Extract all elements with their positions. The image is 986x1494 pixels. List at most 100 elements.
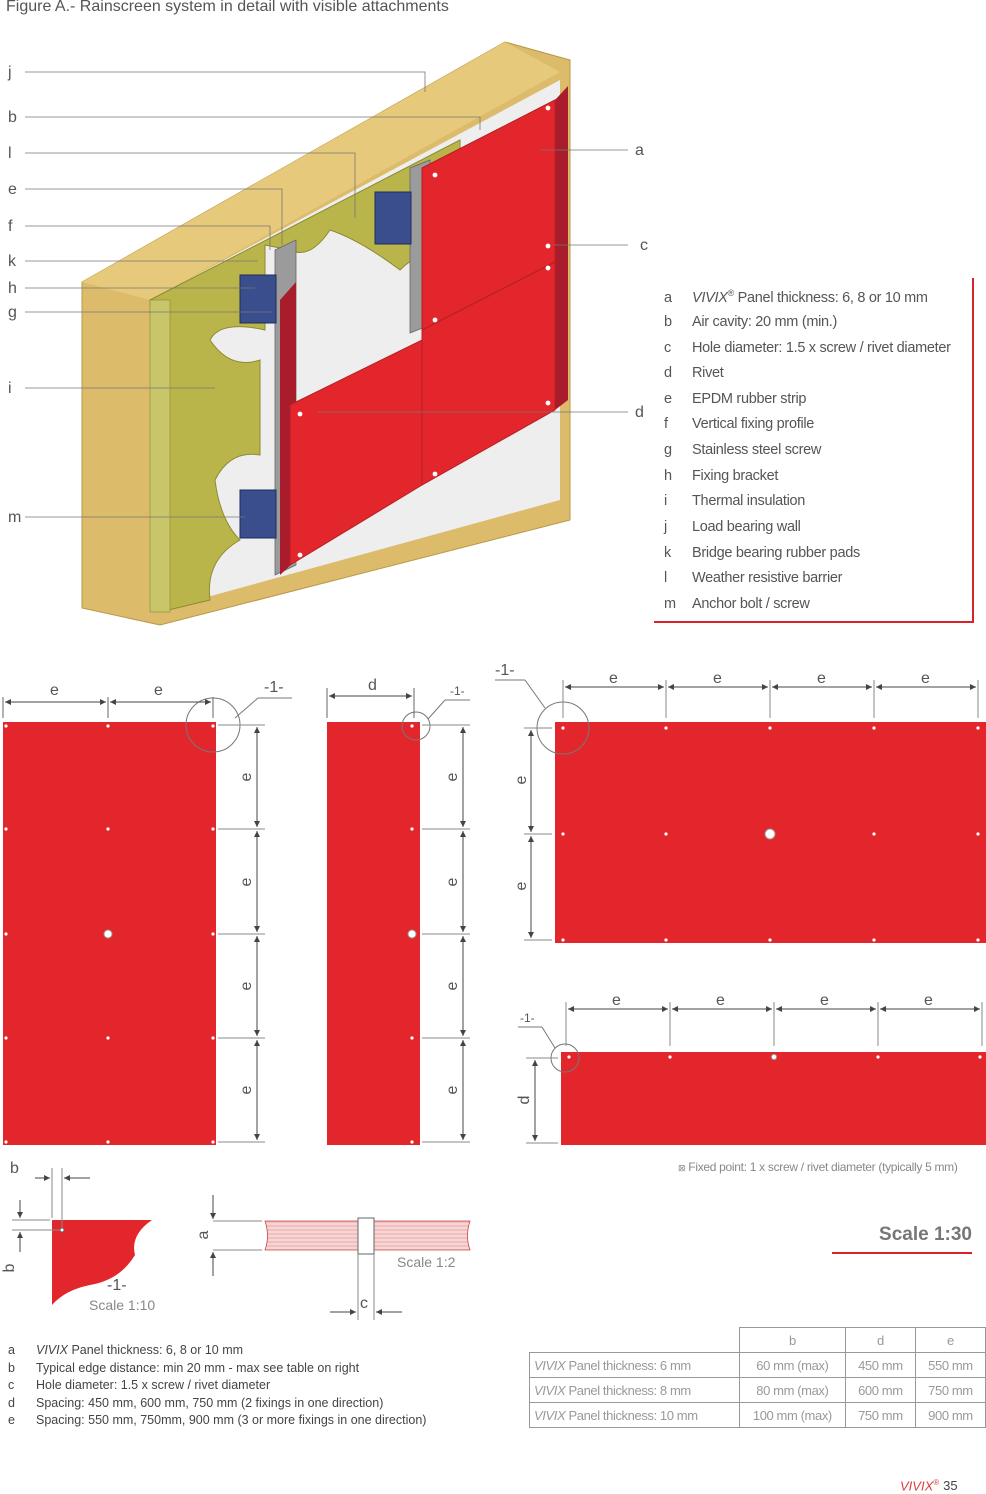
rainscreen-illustration: j b l e f k h g i m a c d [7, 41, 648, 626]
label-f: f [8, 218, 13, 235]
dim-b: b [10, 1160, 19, 1177]
fixed-point [770, 1053, 778, 1061]
fixing-point [211, 932, 215, 936]
fixed-point [407, 929, 417, 939]
fixed-point-note: ⊠ Fixed point: 1 x screw / rivet diamete… [678, 1160, 958, 1174]
label-e: e [8, 181, 17, 198]
dim-e: e [609, 670, 618, 687]
figure-title: Figure A.- Rainscreen system in detail w… [6, 0, 449, 15]
fixing-point [4, 827, 8, 831]
dim-e: e [444, 877, 461, 886]
label-j: j [7, 64, 12, 81]
table-row: VIVIX Panel thickness: 6 mm 60 mm (max)4… [529, 1352, 986, 1378]
dim-lines [524, 680, 979, 941]
insulation-edge [149, 299, 171, 613]
page-footer: VIVIX®35 [900, 1478, 958, 1494]
fixing-point [211, 1140, 215, 1144]
fixing-point [768, 938, 772, 942]
fixing-bracket [239, 274, 277, 324]
panel-layout-drawings: -1- e e e e e e -1- d e e e e -1- [1, 662, 986, 1320]
rivet-holes [297, 105, 551, 558]
label-m: m [8, 509, 21, 526]
fixing-point [4, 932, 8, 936]
fixed-point-icon: ⊠ [678, 1163, 686, 1173]
label-i: i [8, 380, 12, 397]
dim-c: c [360, 1295, 368, 1312]
fixing-point [561, 938, 565, 942]
detail-label: -1- [107, 1277, 127, 1294]
fixed-point [103, 929, 113, 939]
scale-1-2: Scale 1:2 [397, 1254, 456, 1270]
dim-e: e [612, 992, 621, 1009]
dim-lines [422, 724, 470, 1143]
table-header: b d e [529, 1327, 986, 1353]
dim-e: e [820, 992, 829, 1009]
fixing-point [106, 1036, 110, 1040]
detail-callout [401, 711, 431, 741]
dim-a: a [195, 1230, 212, 1239]
fixing-point [664, 832, 668, 836]
label-l: l [8, 145, 12, 162]
fixing-point [872, 726, 876, 730]
fixing-point [106, 1140, 110, 1144]
detail-label: -1- [264, 679, 284, 696]
dim-d: d [368, 677, 377, 694]
fixing-point [106, 724, 110, 728]
right-labels: a c d [635, 142, 648, 421]
label-d: d [635, 404, 644, 421]
section-hole [357, 1217, 375, 1255]
panel-narrow [327, 722, 420, 1145]
fixing-points [410, 724, 414, 1144]
detail-label: -1- [450, 684, 465, 698]
fixing-points [561, 726, 980, 942]
fixing-point [664, 938, 668, 942]
fixing-point [4, 1140, 8, 1144]
label-c: c [640, 237, 648, 254]
footer-brand: VIVIX [900, 1478, 934, 1494]
fixing-bracket [374, 191, 412, 245]
fixing-point [664, 726, 668, 730]
fixing-point [872, 832, 876, 836]
label-b: b [8, 109, 17, 126]
dim-e: e [444, 981, 461, 990]
dim-lines [218, 724, 265, 1143]
dim-lines [12, 1168, 90, 1252]
scale-1-10: Scale 1:10 [89, 1297, 155, 1313]
dim-e: e [238, 877, 255, 886]
fixing-point [768, 726, 772, 730]
fixing-points [567, 1055, 982, 1059]
fixing-point [872, 938, 876, 942]
dim-e: e [713, 670, 722, 687]
detail-label: -1- [495, 662, 515, 679]
dim-lines [210, 1195, 402, 1320]
detail-label: -1- [520, 1011, 535, 1025]
dim-e: e [238, 772, 255, 781]
dim-d: d [516, 1096, 533, 1105]
leader-lines [25, 71, 628, 518]
fixed-point [764, 828, 776, 840]
fixing-point [976, 832, 980, 836]
dim-b: b [1, 1263, 18, 1272]
label-h: h [8, 280, 17, 297]
dim-e: e [50, 682, 59, 699]
panel-strip [561, 1052, 986, 1145]
scale-1-30: Scale 1:30 [832, 1224, 972, 1254]
label-a: a [635, 142, 644, 159]
dim-e: e [513, 881, 530, 890]
fixing-point [976, 726, 980, 730]
edge-detail [52, 1220, 152, 1305]
